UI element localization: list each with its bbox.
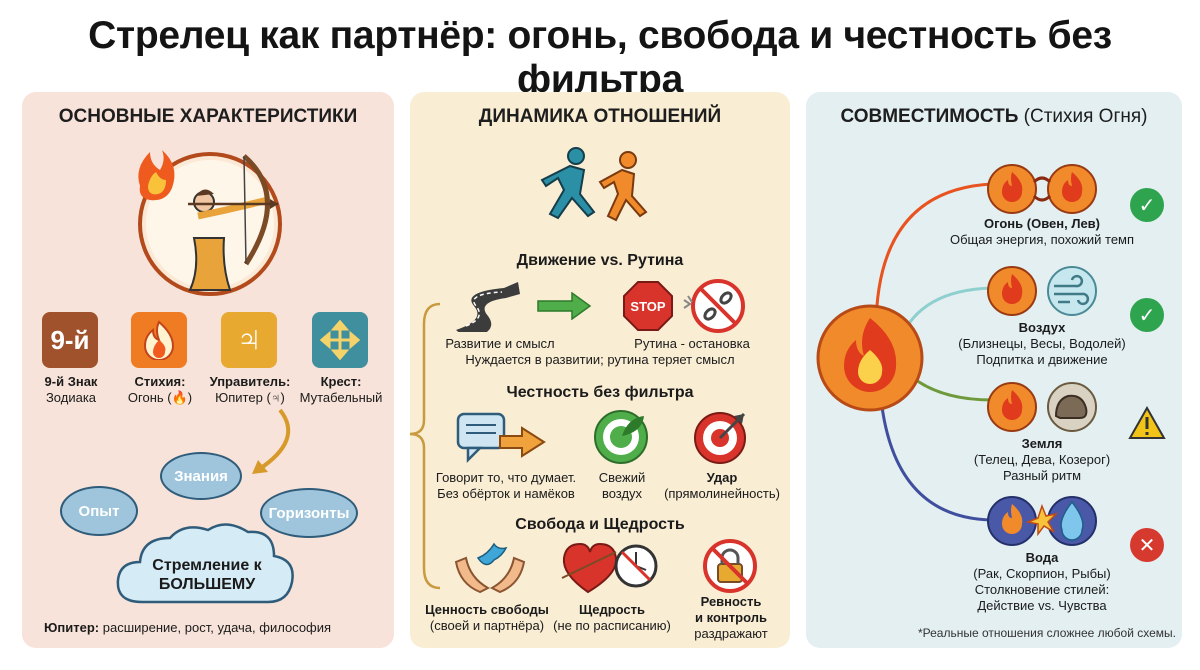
compatibility-heading: СОВМЕСТИМОСТЬ (Стихия Огня) <box>840 106 1148 127</box>
brace-icon <box>409 302 441 590</box>
curved-arrow-icon <box>252 408 291 474</box>
water-row-name: Вода <box>1025 550 1059 565</box>
freedom-caption-1b: (своей и партнёра) <box>429 618 545 633</box>
stop-label: STOP <box>630 299 665 314</box>
broken-chain-icon <box>683 279 745 333</box>
freedom-caption-3a: Ревность <box>700 594 762 609</box>
tile-3-label: Управитель: <box>209 374 291 389</box>
tile-2-value: Огонь (🔥) <box>127 390 193 405</box>
no-lock-icon <box>703 539 757 593</box>
green-arrow-icon <box>537 292 592 320</box>
ninth-sign-tile: 9-й <box>42 312 98 368</box>
bubble-experience: Опыт <box>60 486 138 536</box>
water-row-desc2: Действие vs. Чувства <box>977 598 1107 613</box>
target-leaf-icon <box>594 410 648 464</box>
warning-icon <box>1128 406 1166 439</box>
speech-bubbles-icon <box>456 412 546 464</box>
fire-earth-icon <box>987 382 1097 432</box>
heart-clock-icon <box>561 542 658 594</box>
winding-road-icon <box>456 282 520 332</box>
fire-icon <box>143 320 175 360</box>
page-title: Стрелец как партнёр: огонь, свобода и че… <box>88 14 1112 101</box>
ninth-sign-glyph: 9-й <box>50 324 90 355</box>
tile-4-label: Крест: <box>320 374 362 389</box>
earth-row-signs: (Телец, Дева, Козерог) <box>973 452 1111 467</box>
earth-row-name: Земля <box>1021 436 1063 451</box>
tile-1-label: 9-й Знак <box>44 374 98 389</box>
cloud-text: Стремление к БОЛЬШЕМУ <box>152 557 262 593</box>
section-honesty-title: Честность без фильтра <box>506 384 694 401</box>
mutable-cross-tile <box>312 312 368 368</box>
honesty-caption-3a: Удар <box>706 470 738 485</box>
fire-row-name: Огонь (Овен, Лев) <box>984 216 1100 231</box>
check-icon: ✓ <box>1130 188 1164 222</box>
freedom-caption-1a: Ценность свободы <box>425 602 549 617</box>
footnote: *Реальные отношения сложнее любой схемы. <box>917 626 1176 640</box>
earth-row-desc: Разный ритм <box>1002 468 1082 483</box>
section-movement-title: Движение vs. Рутина <box>516 252 684 269</box>
tile-2-label: Стихия: <box>134 374 186 389</box>
archer-medallion-icon <box>138 150 282 296</box>
characteristics-heading: ОСНОВНЫЕ ХАРАКТЕРИСТИКИ <box>58 106 358 127</box>
fire-element-tile <box>131 312 187 368</box>
honesty-caption-1a: Говорит то, что думает. <box>435 470 577 485</box>
check-icon: ✓ <box>1130 298 1164 332</box>
air-row-desc: Подпитка и движение <box>976 352 1108 367</box>
cloud-shape <box>116 523 294 604</box>
jupiter-tile: ♃ <box>221 312 277 368</box>
section-freedom-title: Свобода и Щедрость <box>515 516 685 533</box>
cross-icon: ✕ <box>1130 528 1164 562</box>
hands-bird-icon <box>454 542 526 594</box>
runners-icon <box>540 147 648 222</box>
honesty-caption-2a: Свежий <box>598 470 646 485</box>
fire-air-icon <box>987 266 1097 316</box>
water-row-desc: Столкновение стилей: <box>974 582 1110 597</box>
tile-3-value: Юпитер (♃) <box>215 390 285 405</box>
honesty-caption-1b: Без обёрток и намёков <box>437 486 575 501</box>
bubble-knowledge: Знания <box>160 452 242 500</box>
tile-4-value: Мутабельный <box>299 390 383 405</box>
freedom-caption-3b: и контроль <box>695 610 767 625</box>
air-row-name: Воздух <box>1018 320 1066 335</box>
fire-fire-icon <box>987 164 1097 214</box>
bubble-horizons: Горизонты <box>260 488 358 538</box>
freedom-caption-2a: Щедрость <box>578 602 646 617</box>
tile-1-value: Зодиака <box>45 390 97 405</box>
jupiter-footer: Юпитер: расширение, рост, удача, философ… <box>44 620 332 635</box>
movement-summary: Нуждается в развитии; рутина теряет смыс… <box>465 352 735 367</box>
fire-water-icon <box>987 496 1097 546</box>
air-row-signs: (Близнецы, Весы, Водолей) <box>958 336 1126 351</box>
freedom-caption-2b: (не по расписанию) <box>553 618 671 633</box>
freedom-caption-3c: раздражают <box>694 626 768 641</box>
honesty-caption-3b: (прямолинейность) <box>664 486 780 501</box>
target-arrow-icon <box>694 412 746 464</box>
central-fire-icon <box>816 304 924 412</box>
honesty-caption-2b: воздух <box>601 486 643 501</box>
dynamics-heading: ДИНАМИКА ОТНОШЕНИЙ <box>478 106 722 127</box>
water-row-signs: (Рак, Скорпион, Рыбы) <box>973 566 1111 581</box>
stop-sign-icon: STOP <box>623 281 673 331</box>
four-arrows-icon <box>320 320 360 360</box>
development-caption: Развитие и смысл <box>445 336 555 351</box>
fire-row-desc: Общая энергия, похожий темп <box>949 232 1135 247</box>
routine-caption: Рутина - остановка <box>634 336 750 351</box>
jupiter-glyph: ♃ <box>234 319 264 361</box>
